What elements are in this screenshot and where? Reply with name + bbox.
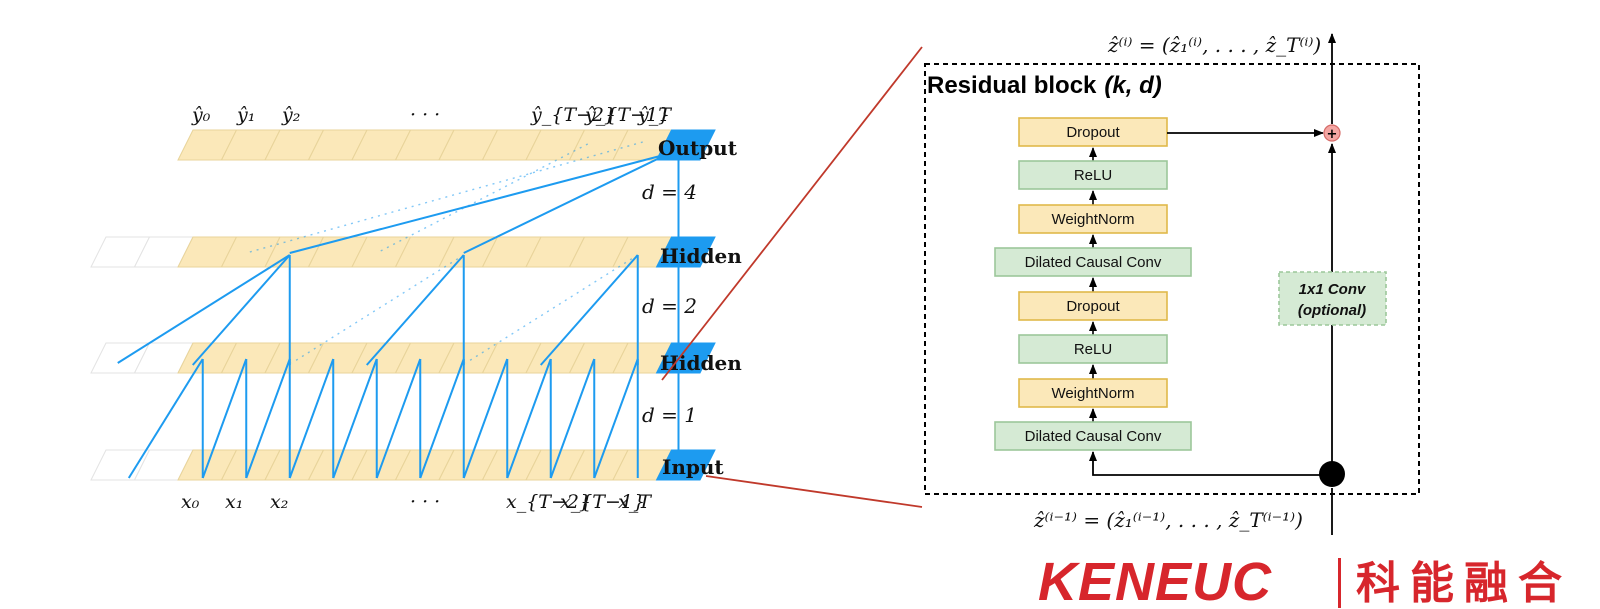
layer-box-label: WeightNorm xyxy=(1051,211,1134,228)
dilated-connection xyxy=(462,358,509,479)
layer-label-hidden-upper: Hidden xyxy=(660,244,742,268)
tcn-layers xyxy=(90,129,716,481)
dilated-connection xyxy=(549,358,596,479)
conv1x1-optional-label: (optional) xyxy=(1298,302,1366,319)
current-timestep-cell xyxy=(655,449,716,481)
dilated-connection xyxy=(506,358,552,479)
layer-label-hidden-lower: Hidden xyxy=(660,351,742,375)
tcn-layer-row xyxy=(90,236,716,268)
conv1x1-optional-box xyxy=(1278,271,1387,326)
layer-label-input: Input xyxy=(662,455,724,479)
zoom-line-top xyxy=(661,46,923,381)
layer-box xyxy=(1018,291,1168,321)
input-label: x_{T−2} xyxy=(506,491,591,513)
dilated-connection-faint xyxy=(376,143,589,254)
output-label: ŷ_T xyxy=(637,104,672,126)
add-node-symbol: + xyxy=(1327,127,1338,142)
output-label: · · · xyxy=(410,104,440,126)
layer-box-label: Dilated Causal Conv xyxy=(1025,254,1162,271)
dilation-label-2: d = 2 xyxy=(642,294,697,318)
input-label: x_T xyxy=(618,491,652,513)
input-label: · · · xyxy=(410,491,440,513)
tcn-layer-row xyxy=(90,449,716,481)
input-branch-line xyxy=(1089,451,1332,476)
output-label: ŷ_{T−1} xyxy=(584,104,670,126)
residual-block: Residual block(k, d) DropoutReLUWeightNo… xyxy=(924,33,1420,535)
brand-chinese: 科能融合 xyxy=(1356,558,1572,609)
output-sequence-labels: ŷ₀ ŷ₁ ŷ₂ · · · ŷ_{T−2}ŷ_{T−1}ŷ_T xyxy=(191,104,672,126)
layer-label-output: Output xyxy=(658,136,738,160)
dilated-connection xyxy=(463,153,669,254)
dilated-connection xyxy=(191,254,291,366)
current-timestep-cell xyxy=(655,342,716,374)
layer-box xyxy=(994,247,1192,277)
tcn-layer-row xyxy=(177,129,716,161)
dilated-connection xyxy=(375,358,422,479)
input-label: x₁ xyxy=(225,491,243,513)
dilated-connection-faint xyxy=(465,254,639,364)
output-formula: ẑ⁽ⁱ⁾ = (ẑ₁⁽ⁱ⁾, . . . , ẑ_T⁽ⁱ⁾) xyxy=(1107,33,1321,57)
residual-block-border xyxy=(924,63,1420,495)
residual-block-title: Residual block(k, d) xyxy=(927,72,1162,99)
dilated-connection-faint xyxy=(291,254,465,364)
conv1x1-label: 1x1 Conv xyxy=(1299,281,1367,298)
layer-box xyxy=(994,421,1192,451)
dilated-connection xyxy=(289,153,669,254)
zoom-line-bottom xyxy=(705,475,923,508)
dilated-connection xyxy=(245,358,291,479)
dilation-label-4: d = 4 xyxy=(642,180,697,204)
layer-box xyxy=(1018,117,1168,147)
dilated-connection xyxy=(419,358,465,479)
dilated-connection xyxy=(539,254,639,366)
input-formula: ẑ⁽ⁱ⁻¹⁾ = (ẑ₁⁽ⁱ⁻¹⁾, . . . , ẑ_T⁽ⁱ⁻¹⁾) xyxy=(1033,508,1303,532)
input-label: x₂ xyxy=(270,491,288,513)
layer-box-label: ReLU xyxy=(1074,167,1112,184)
dilated-connection-faint xyxy=(246,141,643,254)
logo-divider xyxy=(1338,558,1341,608)
output-label: ŷ₂ xyxy=(281,104,300,126)
dilated-connection xyxy=(117,254,291,364)
layer-box-label: Dilated Causal Conv xyxy=(1025,428,1162,445)
layer-box xyxy=(1018,378,1168,408)
brand-logo: KENEUC 科能融合 xyxy=(1038,552,1572,609)
layer-box xyxy=(1018,204,1168,234)
input-sequence-labels: x₀ x₁ x₂ · · · x_{T−2}x_{T−1}x_T xyxy=(181,491,652,513)
dilated-connection xyxy=(201,358,248,479)
dilated-connection xyxy=(365,254,465,366)
tcn-layer-row xyxy=(90,342,716,374)
brand-wordmark: KENEUC xyxy=(1038,552,1272,609)
layer-box-label: Dropout xyxy=(1066,124,1120,141)
dilated-connection xyxy=(288,358,335,479)
layer-box xyxy=(1018,334,1168,364)
input-label: x₀ xyxy=(181,491,200,513)
add-node xyxy=(1323,124,1341,142)
dilated-connection xyxy=(332,358,378,479)
layer-box-label: Dropout xyxy=(1066,298,1120,315)
current-timestep-cell xyxy=(655,236,716,268)
output-label: ŷ₁ xyxy=(236,104,255,126)
dilated-connection xyxy=(593,358,639,479)
dilated-connection xyxy=(127,358,204,479)
layer-box-label: ReLU xyxy=(1074,341,1112,358)
output-label: ŷ₀ xyxy=(191,104,211,126)
split-node-dot xyxy=(1319,461,1345,487)
layer-box-label: WeightNorm xyxy=(1051,385,1134,402)
current-timestep-cell xyxy=(655,129,716,161)
tcn-connections xyxy=(117,141,680,479)
output-label: ŷ_{T−2} xyxy=(530,104,616,126)
input-label: x_{T−1} xyxy=(560,491,645,513)
layer-box xyxy=(1018,160,1168,190)
dilation-label-1: d = 1 xyxy=(642,403,697,427)
